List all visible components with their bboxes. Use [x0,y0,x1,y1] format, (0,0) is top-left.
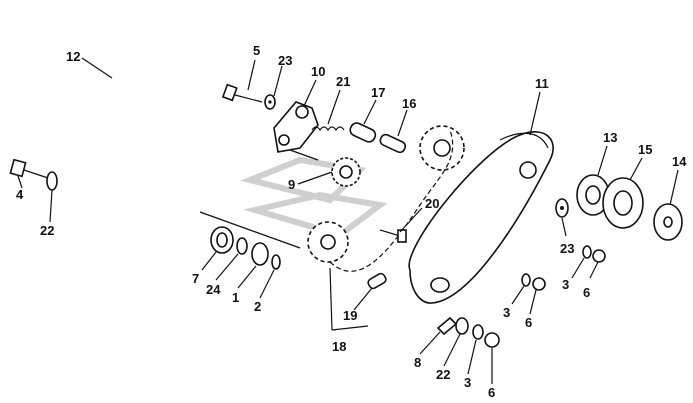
washer-24-part [236,237,248,255]
label-23-right: 23 [560,241,575,256]
bearing-part [210,226,234,254]
label-16: 16 [402,96,417,111]
lower-sprocket-part [307,221,349,263]
chain-part [199,129,454,272]
label-18: 18 [332,339,347,354]
lock-washer-3a-part [521,273,531,287]
chain-cover-part [408,131,554,304]
label-3-bottom: 3 [464,375,472,390]
label-15: 15 [638,142,653,157]
small-sprocket-part [331,157,361,187]
label-6-bottom: 6 [488,385,496,400]
spacer-16-part [379,133,407,154]
label-4: 4 [16,187,24,202]
label-2: 2 [254,299,262,314]
bolt-20-part [379,229,407,243]
label-24: 24 [206,282,221,297]
leader-lines [17,57,679,384]
nut-6a-part [532,277,546,291]
key-8-part [436,316,458,336]
label-21: 21 [336,74,351,89]
washer-22-bottom-part [455,317,469,335]
upper-sprocket-part [419,125,465,171]
label-1: 1 [232,290,240,305]
label-9: 9 [288,177,296,192]
label-13: 13 [603,130,618,145]
label-17: 17 [371,85,386,100]
washer-left-part [46,171,58,191]
drive-belt-part [68,17,225,208]
label-22-bottom: 22 [436,367,451,382]
ring-1-part [251,242,269,266]
lock-washer-3c-part [472,324,484,340]
flange-15-part [602,177,644,229]
label-8: 8 [414,355,422,370]
circlip-2-part [271,254,281,270]
bolt-5-part [221,83,263,103]
cap-14-part [653,203,683,241]
nut-6c-part [484,332,500,348]
label-20: 20 [425,196,440,211]
label-12: 12 [66,49,81,64]
chain-link-part [367,272,387,290]
label-3-mid: 3 [562,277,570,292]
label-6-lower: 6 [525,315,533,330]
tension-spring-part [311,126,345,132]
washer-23-right-part [555,198,569,218]
bolt-left-part [9,158,49,179]
label-6-mid: 6 [583,285,591,300]
spacer-17-part [349,122,377,143]
lock-washer-3b-part [582,245,592,259]
label-11: 11 [535,76,549,91]
label-7: 7 [192,271,200,286]
label-3-lower: 3 [503,305,511,320]
label-19: 19 [343,308,358,323]
label-22-left: 22 [40,223,55,238]
label-14: 14 [672,154,687,169]
label-23-top: 23 [278,53,293,68]
label-5: 5 [253,43,261,58]
nut-6b-part [592,249,606,263]
tensioner-bracket-part [273,101,319,161]
washer-23-top-part [264,94,276,110]
flange-13-part [576,174,610,216]
label-10: 10 [311,64,326,79]
